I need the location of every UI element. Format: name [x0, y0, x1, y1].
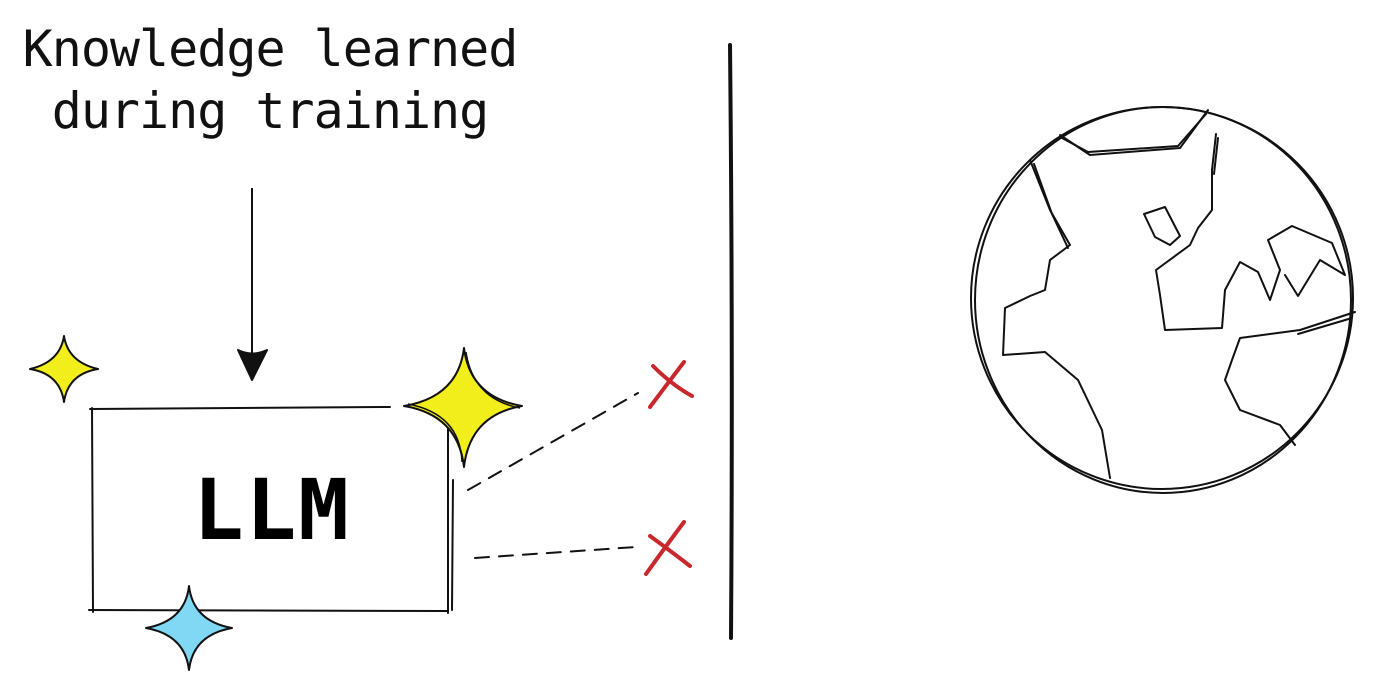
caption-line-2: during training	[51, 82, 490, 140]
sparkle-icon	[29, 335, 99, 403]
arrow-down-icon	[237, 188, 268, 381]
cross-icon	[644, 520, 692, 576]
diagram-caption: Knowledge learned during training	[10, 18, 530, 142]
divider-line	[728, 43, 734, 640]
cross-icon	[648, 360, 694, 409]
llm-box-label: LLM	[193, 461, 351, 559]
caption-line-1: Knowledge learned	[22, 20, 519, 78]
sparkle-icon	[403, 347, 523, 468]
globe-icon	[970, 106, 1356, 494]
llm-box	[88, 406, 454, 614]
blocked-connection	[467, 392, 639, 559]
sparkle-icon	[145, 585, 233, 671]
